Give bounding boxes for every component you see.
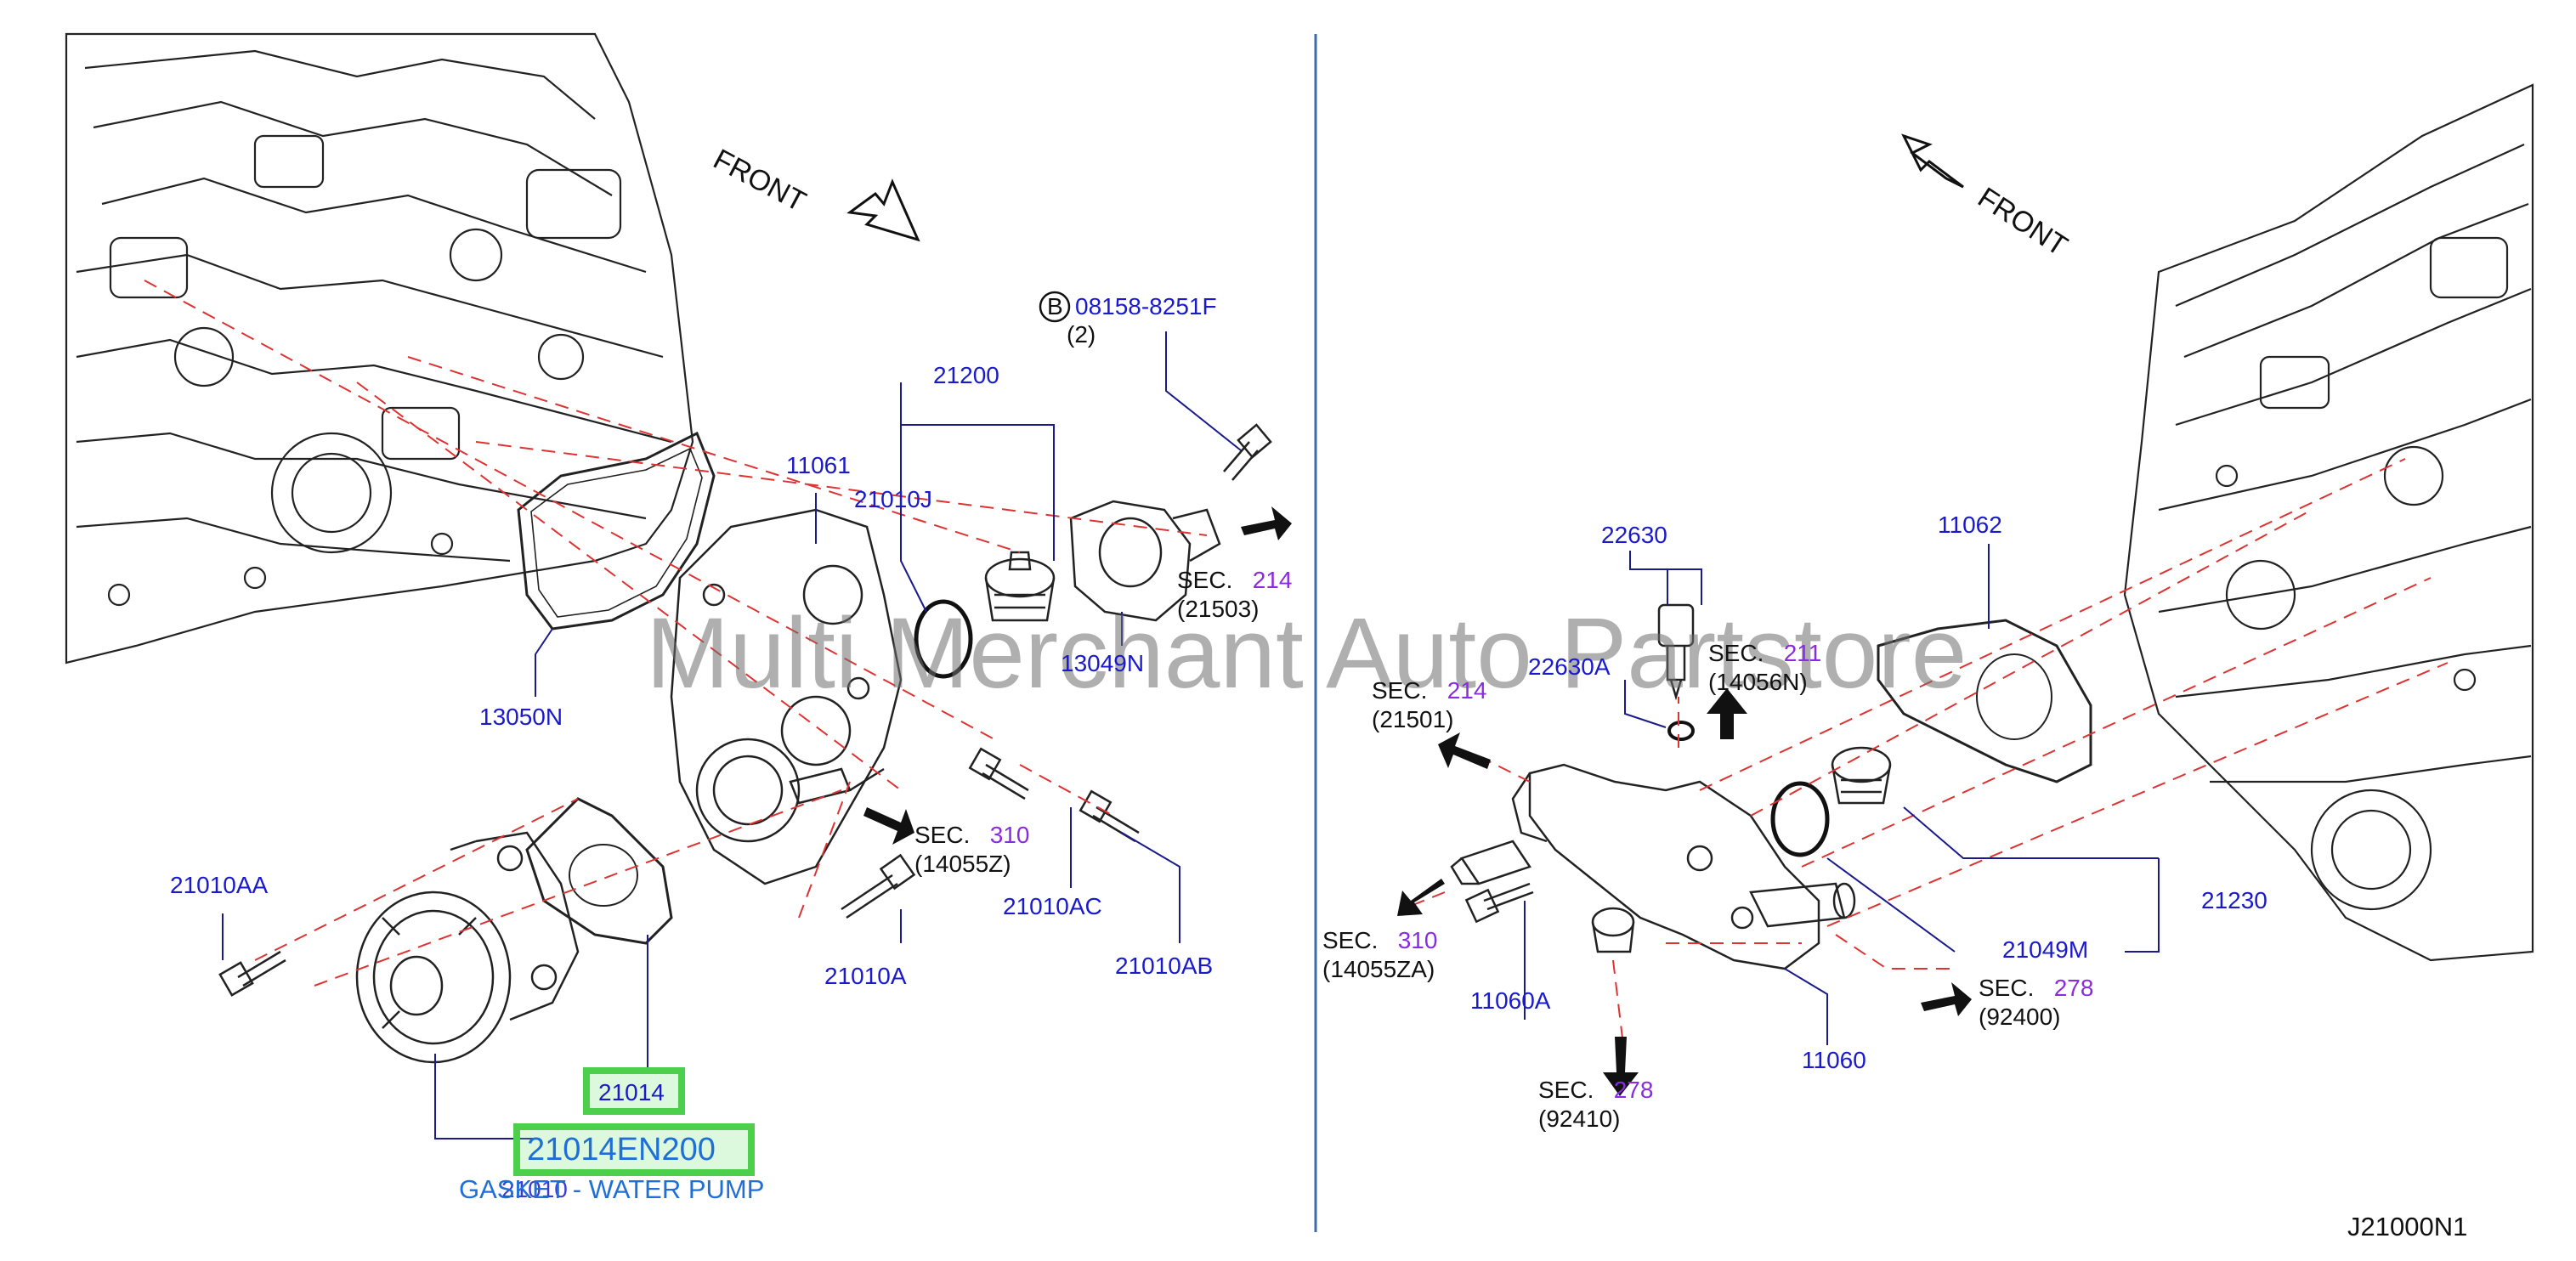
label-11060[interactable]: 11060 — [1802, 1047, 1866, 1073]
highlight-box-ref[interactable] — [583, 1067, 685, 1115]
label-13050n[interactable]: 13050N — [479, 704, 563, 730]
arrows-left — [863, 506, 1292, 845]
label-21010ac[interactable]: 21010AC — [1003, 893, 1102, 919]
diagram-code: J21000N1 — [2347, 1212, 2468, 1241]
bolt-08158-8251f — [1223, 423, 1272, 481]
front-arrow-right — [1901, 133, 1964, 189]
label-21010j[interactable]: 21010J — [854, 486, 932, 512]
thermostat-21200 — [984, 551, 1056, 622]
leader-lines-left — [222, 331, 1242, 1139]
label-11061[interactable]: 11061 — [786, 452, 851, 478]
label-22630a[interactable]: 22630A — [1528, 653, 1611, 680]
housing-13049n — [1069, 500, 1221, 622]
label-21200[interactable]: 21200 — [933, 362, 999, 388]
sec-211-right: SEC. 211 (14056N) — [1708, 640, 1822, 695]
water-pump-21010 — [355, 831, 580, 1064]
bolt-11060a — [1464, 882, 1534, 924]
highlight-box-part-number[interactable] — [513, 1123, 755, 1176]
label-21230[interactable]: 21230 — [2201, 887, 2267, 913]
highlight-part-number: 21014EN200 — [527, 1132, 716, 1168]
gasket-11062 — [1877, 619, 2092, 783]
o-ring-21049m — [1770, 781, 1830, 857]
sec-278-right-a: SEC. 278 (92400) — [1979, 975, 2094, 1030]
sensor-22630 — [1657, 603, 1695, 701]
washer-22630a — [1667, 721, 1695, 741]
leader-lines-right — [1524, 544, 2160, 1045]
guide-lines-left — [144, 280, 1208, 987]
bolt-ref-letter: B — [1047, 293, 1063, 319]
sec-310-right: SEC. 310 (14055ZA) — [1322, 927, 1438, 982]
label-21049m[interactable]: 21049M — [2002, 936, 2089, 963]
label-21010ab[interactable]: 21010AB — [1115, 953, 1214, 979]
highlight-ref-label: 21014 — [598, 1079, 665, 1105]
label-11060a[interactable]: 11060A — [1470, 987, 1551, 1014]
thermostat-21230 — [1831, 746, 1892, 805]
right-engine-block — [2123, 83, 2534, 962]
bolt-ref-circle — [1039, 291, 1071, 323]
label-22630[interactable]: 22630 — [1601, 522, 1667, 548]
sec-310-left: SEC. 310 (14055Z) — [914, 822, 1030, 877]
label-21010aa[interactable]: 21010AA — [170, 872, 269, 898]
highlight-description: GASKET - WATER PUMP — [459, 1174, 765, 1204]
o-ring-21010j — [914, 599, 973, 679]
water-inlet-housing-11061 — [670, 508, 903, 885]
gasket-13050n — [517, 431, 716, 630]
arrows-right — [1397, 688, 1972, 1096]
watermark: Multi Merchant Auto Partstore — [646, 597, 1967, 710]
left-engine-block — [65, 32, 694, 664]
water-outlet-11060 — [1450, 763, 1856, 970]
front-arrow-left — [846, 178, 920, 242]
sec-278-right-b: SEC. 278 (92410) — [1538, 1077, 1654, 1132]
sec-214-right: SEC. 214 (21501) — [1372, 677, 1487, 732]
gasket-21014 — [525, 797, 673, 945]
guide-lines-right — [1401, 458, 2449, 1046]
label-08158-8251f[interactable]: 08158-8251F — [1075, 293, 1217, 319]
overlap-label-21010: 21010 — [501, 1176, 568, 1202]
label-13049n[interactable]: 13049N — [1061, 650, 1145, 676]
label-11062[interactable]: 11062 — [1938, 512, 2002, 538]
label-21010a[interactable]: 21010A — [824, 963, 907, 989]
label-bolt-qty: (2) — [1067, 321, 1096, 348]
sec-214-left: SEC. 214 (21503) — [1177, 567, 1293, 622]
